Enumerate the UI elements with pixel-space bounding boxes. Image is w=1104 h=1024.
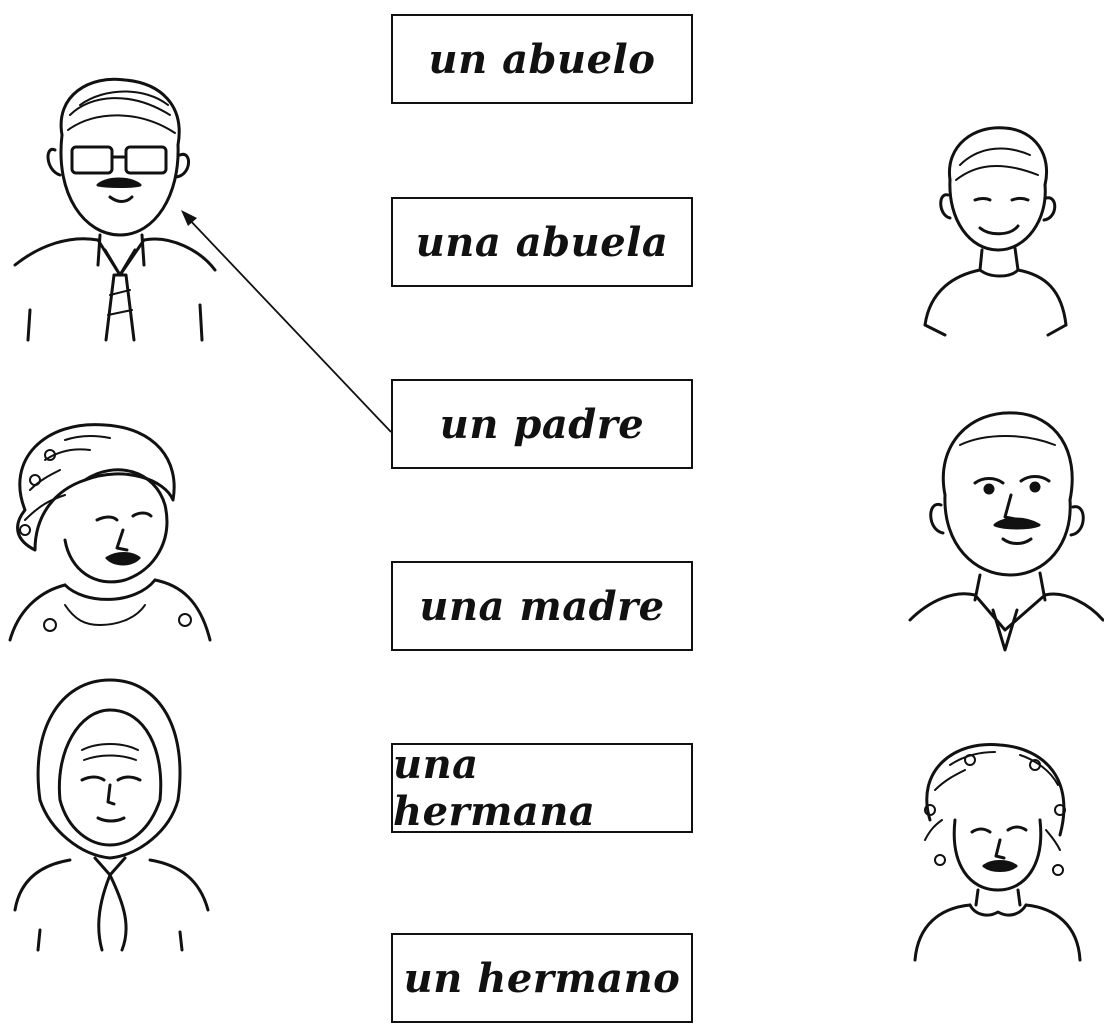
portrait-grandmother[interactable] <box>10 670 210 955</box>
portrait-grandfather[interactable] <box>905 405 1104 655</box>
portrait-girl[interactable] <box>910 740 1085 965</box>
word-label: una hermana <box>393 741 596 835</box>
portrait-mother[interactable] <box>5 420 215 645</box>
word-label: un padre <box>439 400 645 448</box>
word-label: un abuelo <box>428 35 656 83</box>
word-label: una abuela <box>415 218 669 266</box>
word-box-una-abuela[interactable]: una abuela <box>391 197 693 287</box>
word-box-un-abuelo[interactable]: un abuelo <box>391 14 693 104</box>
word-box-una-madre[interactable]: una madre <box>391 561 693 651</box>
word-box-un-padre[interactable]: un padre <box>391 379 693 469</box>
word-label: un hermano <box>403 954 681 1002</box>
word-box-un-hermano[interactable]: un hermano <box>391 933 693 1023</box>
word-box-una-hermana[interactable]: una hermana <box>391 741 693 835</box>
word-label: una madre <box>419 582 665 630</box>
portrait-boy[interactable] <box>920 120 1070 340</box>
portrait-father[interactable] <box>10 75 220 345</box>
